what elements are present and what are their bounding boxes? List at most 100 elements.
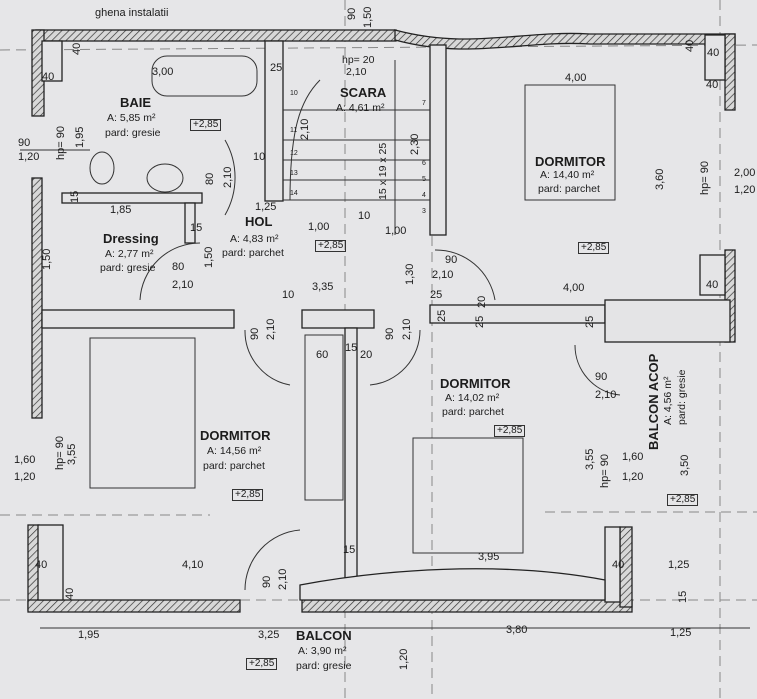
dimension-label: 1,85	[110, 204, 132, 216]
note-ghena: ghena instalatii	[95, 7, 169, 19]
dimension-label: 15	[343, 544, 356, 556]
step-number: 4	[422, 192, 426, 199]
dimension-label: 2,00	[734, 167, 756, 179]
room-area: A: 14,02 m²	[445, 392, 500, 404]
dimension-label: 40	[707, 47, 720, 59]
bed	[524, 84, 616, 201]
step-number: 6	[422, 160, 426, 167]
room-floor: pard: gresie	[296, 660, 352, 672]
bathtub	[151, 55, 258, 97]
dimension-label: 10	[282, 289, 295, 301]
step-number: 11	[290, 127, 298, 134]
dimension-label: 25	[474, 315, 486, 328]
dimension-label: 2,10	[432, 269, 454, 281]
room-area: A: 2,77 m²	[105, 248, 154, 260]
dimension-label: 4,00	[563, 282, 585, 294]
dimension-label: 1,20	[18, 151, 40, 163]
dimension-label: 25	[436, 309, 448, 322]
step-number: 3	[422, 208, 426, 215]
stairs	[283, 60, 430, 235]
dimension-label: 10	[253, 151, 266, 163]
dimension-label: 10	[358, 210, 371, 222]
dimension-label: 3,50	[679, 454, 691, 476]
room-name: HOL	[245, 214, 273, 229]
furniture	[20, 55, 750, 629]
dimension-label: 40	[684, 39, 696, 52]
room-name: DORMITOR	[200, 428, 271, 443]
room-name: BALCON	[296, 628, 352, 643]
dimension-label: 2,10	[277, 568, 289, 590]
bed	[89, 337, 196, 489]
dimension-label: 1,95	[74, 126, 86, 148]
dimension-label: 90	[18, 137, 31, 149]
room-area: A: 3,90 m²	[298, 645, 347, 657]
dimension-label: 1,25	[670, 627, 692, 639]
dimension-label: hp= 90	[54, 436, 66, 470]
dimension-label: 1,20	[734, 184, 756, 196]
toilet	[89, 151, 115, 185]
dimension-label: 90	[445, 254, 458, 266]
room-area: A: 5,85 m²	[107, 112, 156, 124]
dimension-label: 15	[190, 222, 203, 234]
dimension-label: 2,10	[265, 318, 277, 340]
dimension-label: 15	[345, 342, 358, 354]
dimension-label: hp= 90	[699, 161, 711, 195]
dimension-label: 3,25	[258, 629, 280, 641]
dimension-label: 1,00	[385, 225, 407, 237]
level-marker: +2,85	[494, 425, 526, 437]
dimension-label: 20	[360, 349, 373, 361]
dimension-label: 3,00	[152, 66, 174, 78]
dimension-label: 40	[35, 559, 48, 571]
dimension-label: 90	[346, 7, 358, 20]
room-area: A: 4,56 m²	[662, 376, 674, 425]
level-marker: +2,85	[315, 240, 347, 252]
dimension-label: 15	[69, 190, 81, 203]
room-area: A: 4,83 m²	[230, 233, 279, 245]
room-floor: pard: parchet	[538, 183, 600, 195]
dimension-label: 80	[172, 261, 185, 273]
hp-label: hp= 20	[342, 54, 375, 66]
dimension-label: 1,25	[668, 559, 690, 571]
dimension-label: 1,00	[308, 221, 330, 233]
dimension-label: 1,20	[398, 648, 410, 670]
dimension-label: 90	[595, 371, 608, 383]
dimension-label: 2,10	[595, 389, 617, 401]
room-floor: pard: parchet	[442, 406, 504, 418]
step-number: 10	[290, 90, 298, 97]
dimension-label: 4,10	[182, 559, 204, 571]
step-number: 13	[290, 170, 298, 177]
dimension-label: 60	[316, 349, 329, 361]
dimension-label: 1,60	[622, 451, 644, 463]
dimension-label: 1,60	[14, 454, 36, 466]
stair-spec: 15 x 19 x 25	[377, 142, 389, 200]
dimension-label: 3,35	[312, 281, 334, 293]
dim: 2,10	[346, 66, 367, 78]
level-marker: +2,85	[578, 242, 610, 254]
step-number: 5	[422, 176, 426, 183]
room-name: Dressing	[103, 231, 159, 246]
dimension-label: 2,30	[409, 133, 421, 155]
dimension-label: 1,20	[622, 471, 644, 483]
door-swings	[139, 139, 621, 591]
dimension-label: 3,55	[66, 443, 78, 465]
room-name: SCARA	[340, 85, 387, 100]
dimension-label: 4,00	[565, 72, 587, 84]
bed	[412, 437, 524, 554]
dimension-label: hp= 90	[55, 126, 67, 160]
level-marker: +2,85	[246, 658, 278, 670]
dimension-label: hp= 90	[599, 454, 611, 488]
dimension-label: 15	[677, 590, 689, 603]
room-floor: pard: gresie	[105, 127, 161, 139]
dimension-label: 2,10	[401, 318, 413, 340]
dimension-label: 80	[204, 172, 216, 185]
dimension-label: 1,95	[78, 629, 100, 641]
room-area: A: 14,40 m²	[540, 169, 595, 181]
dimension-label: 40	[706, 79, 719, 91]
dimension-label: 40	[64, 587, 76, 600]
sink	[146, 163, 184, 193]
dimension-label: 25	[430, 289, 443, 301]
dimension-label: 1,30	[404, 263, 416, 285]
dimension-label: 90	[249, 327, 261, 340]
room-area: A: 14,56 m²	[207, 445, 262, 457]
